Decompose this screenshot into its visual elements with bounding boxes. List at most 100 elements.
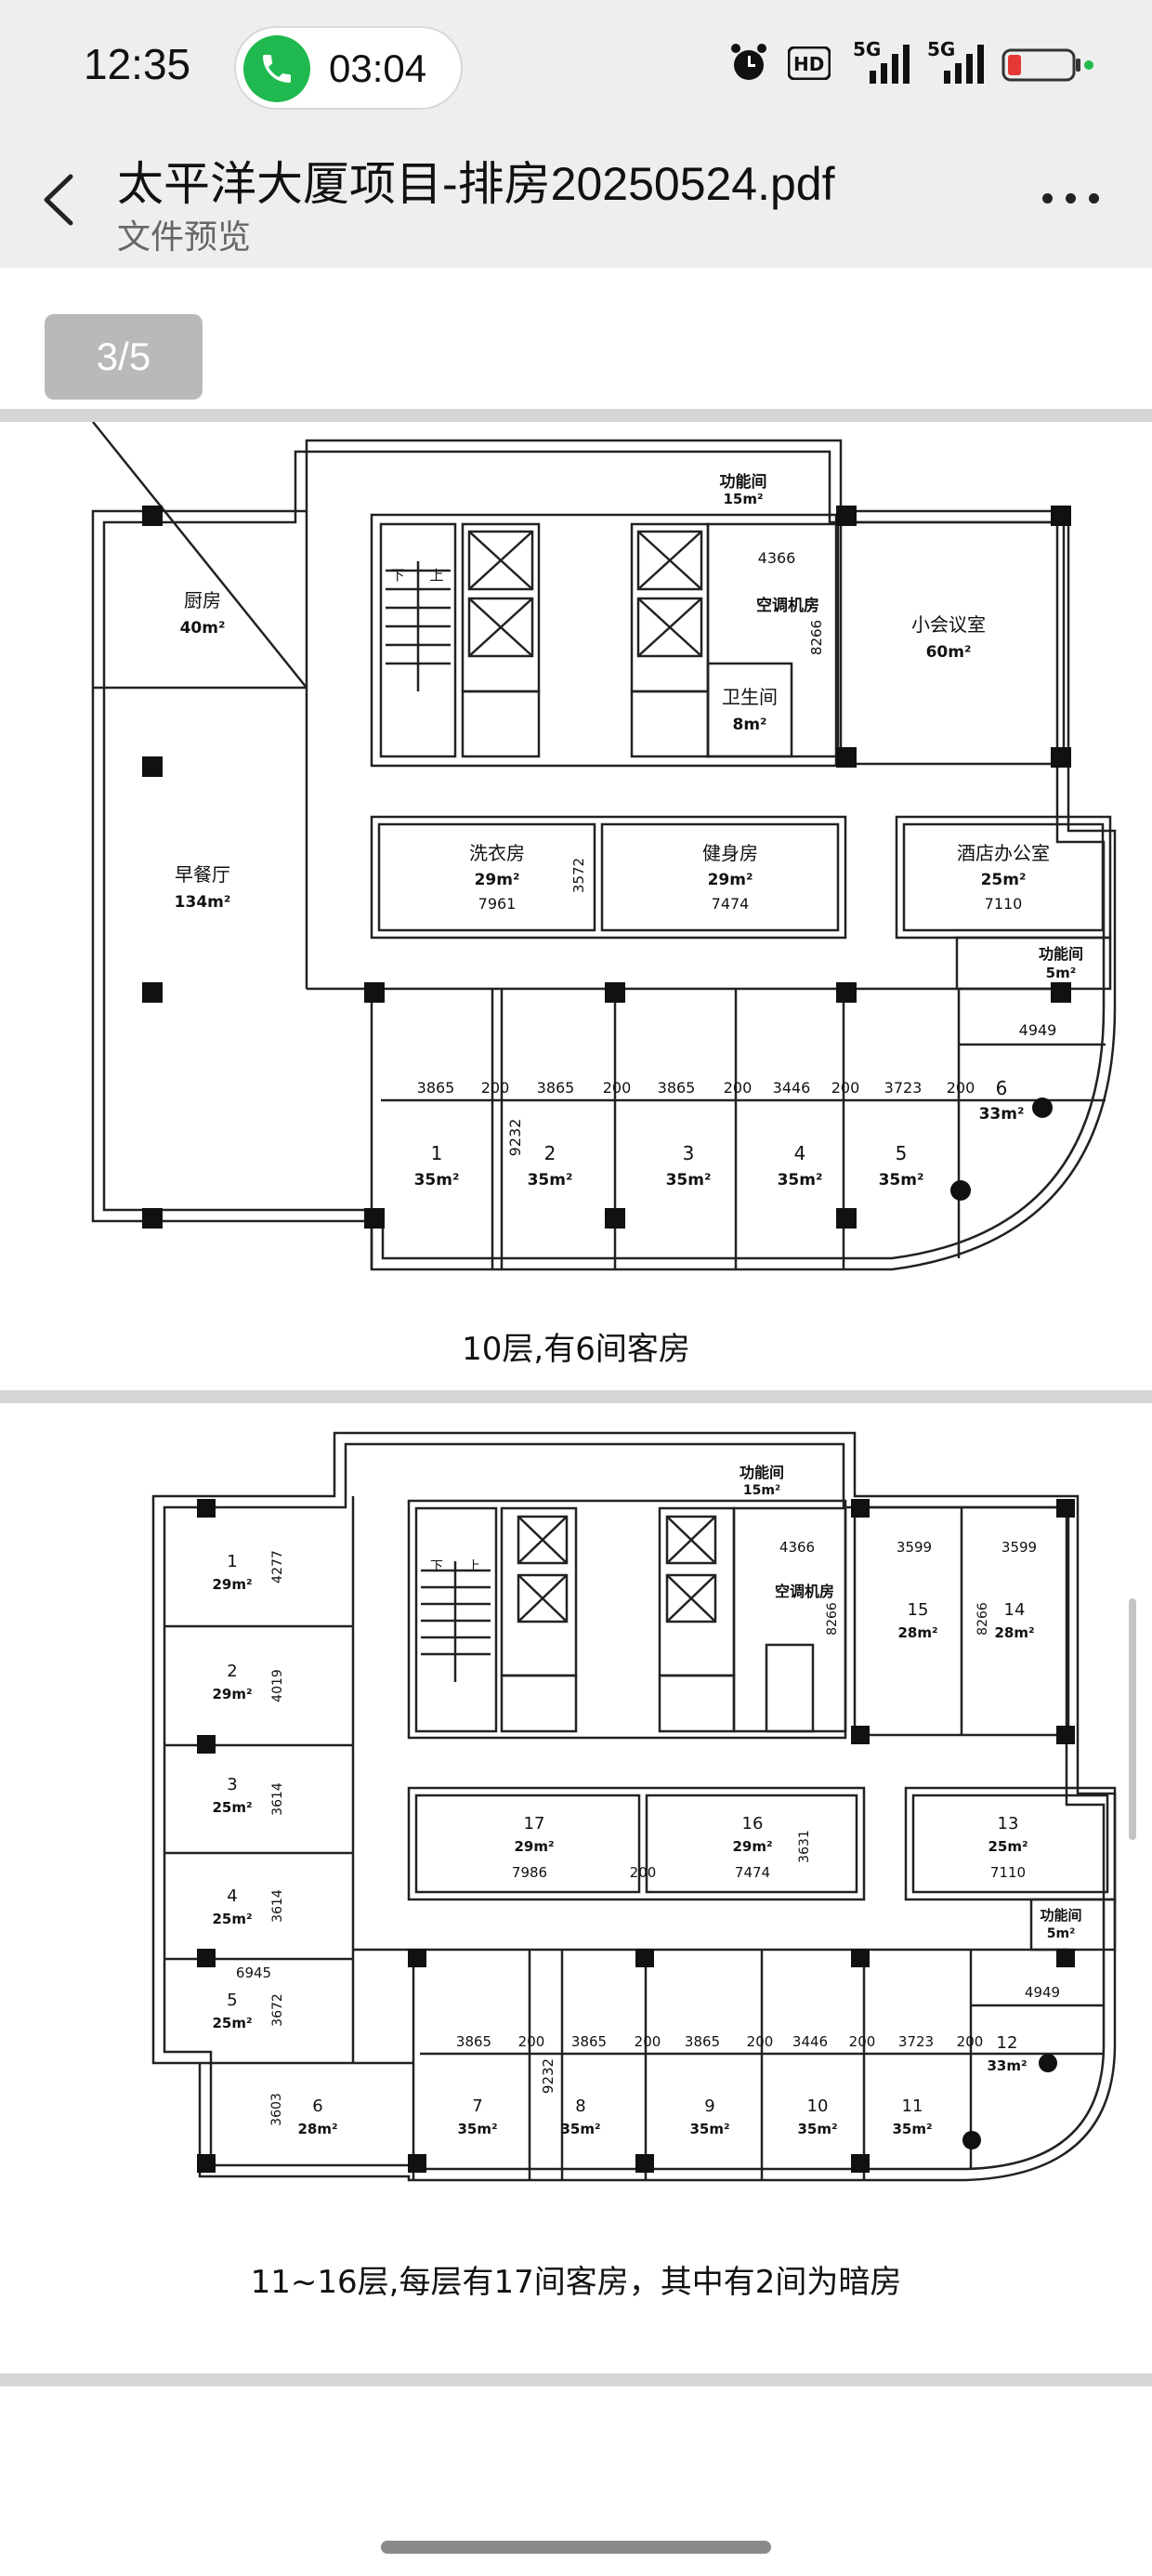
room-number: 5 bbox=[896, 1142, 908, 1164]
dimension: 7110 bbox=[985, 895, 1023, 913]
dimension: 3446 bbox=[773, 1079, 811, 1097]
room-area: 29m² bbox=[475, 871, 520, 889]
dimension: 3614 bbox=[270, 1782, 285, 1816]
dimension: 200 bbox=[630, 1864, 657, 1881]
room-number: 15 bbox=[908, 1600, 929, 1620]
room-area: 60m² bbox=[926, 643, 972, 662]
dimension: 200 bbox=[724, 1079, 753, 1097]
dimension: 7961 bbox=[478, 895, 517, 913]
room-area: 35m² bbox=[666, 1171, 712, 1189]
room-number: 2 bbox=[544, 1142, 556, 1164]
dimension: 3723 bbox=[898, 2033, 934, 2050]
room-area: 40m² bbox=[180, 619, 226, 637]
dimension: 3599 bbox=[1001, 1539, 1037, 1556]
dimension: 9232 bbox=[506, 1119, 524, 1157]
room-number: 16 bbox=[742, 1814, 764, 1833]
dimension: 4019 bbox=[270, 1669, 285, 1702]
dimension: 7986 bbox=[512, 1864, 547, 1881]
back-arrow-icon[interactable] bbox=[33, 167, 89, 232]
dimension: 3631 bbox=[797, 1830, 812, 1863]
room-area: 15m² bbox=[723, 491, 763, 507]
room-area: 35m² bbox=[879, 1171, 924, 1189]
page-divider bbox=[0, 1390, 1152, 1403]
room-number: 12 bbox=[997, 2033, 1018, 2053]
room-area: 25m² bbox=[212, 2015, 252, 2031]
room-name: 健身房 bbox=[702, 842, 758, 864]
room-number: 13 bbox=[998, 1814, 1019, 1833]
room-name: 早餐厅 bbox=[175, 863, 230, 886]
room-area: 35m² bbox=[778, 1171, 823, 1189]
alarm-icon bbox=[731, 44, 766, 80]
stair-label: 下 bbox=[430, 1559, 443, 1574]
5g-signal-icon: 5G bbox=[853, 38, 910, 84]
room-name: 功能间 bbox=[1040, 1907, 1081, 1924]
dimension: 200 bbox=[481, 1079, 510, 1097]
room-number: 1 bbox=[431, 1142, 443, 1164]
more-options-icon[interactable] bbox=[1039, 186, 1104, 214]
room-number: 17 bbox=[524, 1814, 545, 1833]
room-number: 9 bbox=[704, 2096, 714, 2116]
room-area: 25m² bbox=[212, 1799, 252, 1816]
room-name: 空调机房 bbox=[775, 1583, 834, 1600]
room-area: 33m² bbox=[979, 1105, 1025, 1124]
dimension: 3865 bbox=[417, 1079, 455, 1097]
room-area: 134m² bbox=[175, 893, 231, 912]
room-area: 35m² bbox=[414, 1171, 460, 1189]
scrollbar[interactable] bbox=[1129, 1598, 1136, 1840]
room-area: 5m² bbox=[1046, 965, 1077, 981]
room-area: 5m² bbox=[1047, 1926, 1075, 1941]
dimension: 4949 bbox=[1025, 1984, 1060, 2001]
room-number: 2 bbox=[227, 1662, 237, 1681]
room-area: 29m² bbox=[212, 1686, 252, 1702]
room-area: 35m² bbox=[528, 1171, 573, 1189]
dimension: 7110 bbox=[990, 1864, 1026, 1881]
room-area: 35m² bbox=[689, 2121, 729, 2137]
room-area: 35m² bbox=[560, 2121, 600, 2137]
room-name: 卫生间 bbox=[722, 686, 778, 708]
dimension: 7474 bbox=[735, 1864, 770, 1881]
room-area: 29m² bbox=[708, 871, 753, 889]
room-number: 5 bbox=[227, 1991, 237, 2010]
svg-text:5G: 5G bbox=[927, 38, 955, 60]
dimension: 3672 bbox=[270, 1993, 285, 2027]
dimension: 4366 bbox=[758, 549, 796, 567]
room-number: 8 bbox=[575, 2096, 585, 2116]
hd-icon: HD bbox=[788, 46, 831, 80]
floor-plan-11-16-drawing: 功能间 15m² 4366 空调机房 8266 3599 3599 8266 下… bbox=[151, 1431, 1117, 2182]
room-area: 25m² bbox=[988, 1838, 1028, 1855]
dimension: 3865 bbox=[571, 2033, 607, 2050]
room-area: 35m² bbox=[892, 2121, 932, 2137]
dimension: 3614 bbox=[270, 1889, 285, 1923]
room-number: 11 bbox=[902, 2096, 923, 2116]
room-area: 28m² bbox=[897, 1624, 937, 1641]
dimension: 3865 bbox=[456, 2033, 491, 2050]
floor-plan-10: 厨房 40m² 早餐厅 134m² 功能间 15m² 4366 空调机房 826… bbox=[0, 421, 1152, 1388]
room-area: 29m² bbox=[732, 1838, 772, 1855]
dimension: 3603 bbox=[269, 2093, 284, 2126]
home-indicator[interactable] bbox=[381, 2541, 771, 2554]
room-area: 25m² bbox=[981, 871, 1027, 889]
svg-text:5G: 5G bbox=[853, 38, 881, 60]
room-number: 4 bbox=[227, 1886, 237, 1906]
room-area: 8m² bbox=[733, 716, 767, 734]
room-number: 10 bbox=[807, 2096, 829, 2116]
stair-label: 下 bbox=[390, 567, 404, 584]
dimension: 200 bbox=[849, 2033, 876, 2050]
ongoing-call-pill[interactable]: 03:04 bbox=[234, 26, 463, 110]
room-name: 小会议室 bbox=[911, 613, 986, 636]
dimension: 7474 bbox=[712, 895, 750, 913]
room-number: 14 bbox=[1004, 1600, 1026, 1620]
room-name: 空调机房 bbox=[756, 596, 819, 615]
room-number: 3 bbox=[227, 1775, 237, 1794]
room-number: 6 bbox=[996, 1077, 1008, 1099]
dimension: 3723 bbox=[884, 1079, 923, 1097]
dimension: 3446 bbox=[792, 2033, 828, 2050]
dimension: 3865 bbox=[658, 1079, 696, 1097]
plan-caption: 11~16层,每层有17间客房，其中有2间为暗房 bbox=[250, 2264, 902, 2301]
dimension: 200 bbox=[603, 1079, 632, 1097]
stair-label: 上 bbox=[429, 567, 443, 584]
dimension: 9232 bbox=[540, 2058, 556, 2094]
dimension: 8266 bbox=[975, 1602, 990, 1636]
page-indicator: 3/5 bbox=[45, 314, 203, 400]
dimension: 200 bbox=[635, 2033, 661, 2050]
